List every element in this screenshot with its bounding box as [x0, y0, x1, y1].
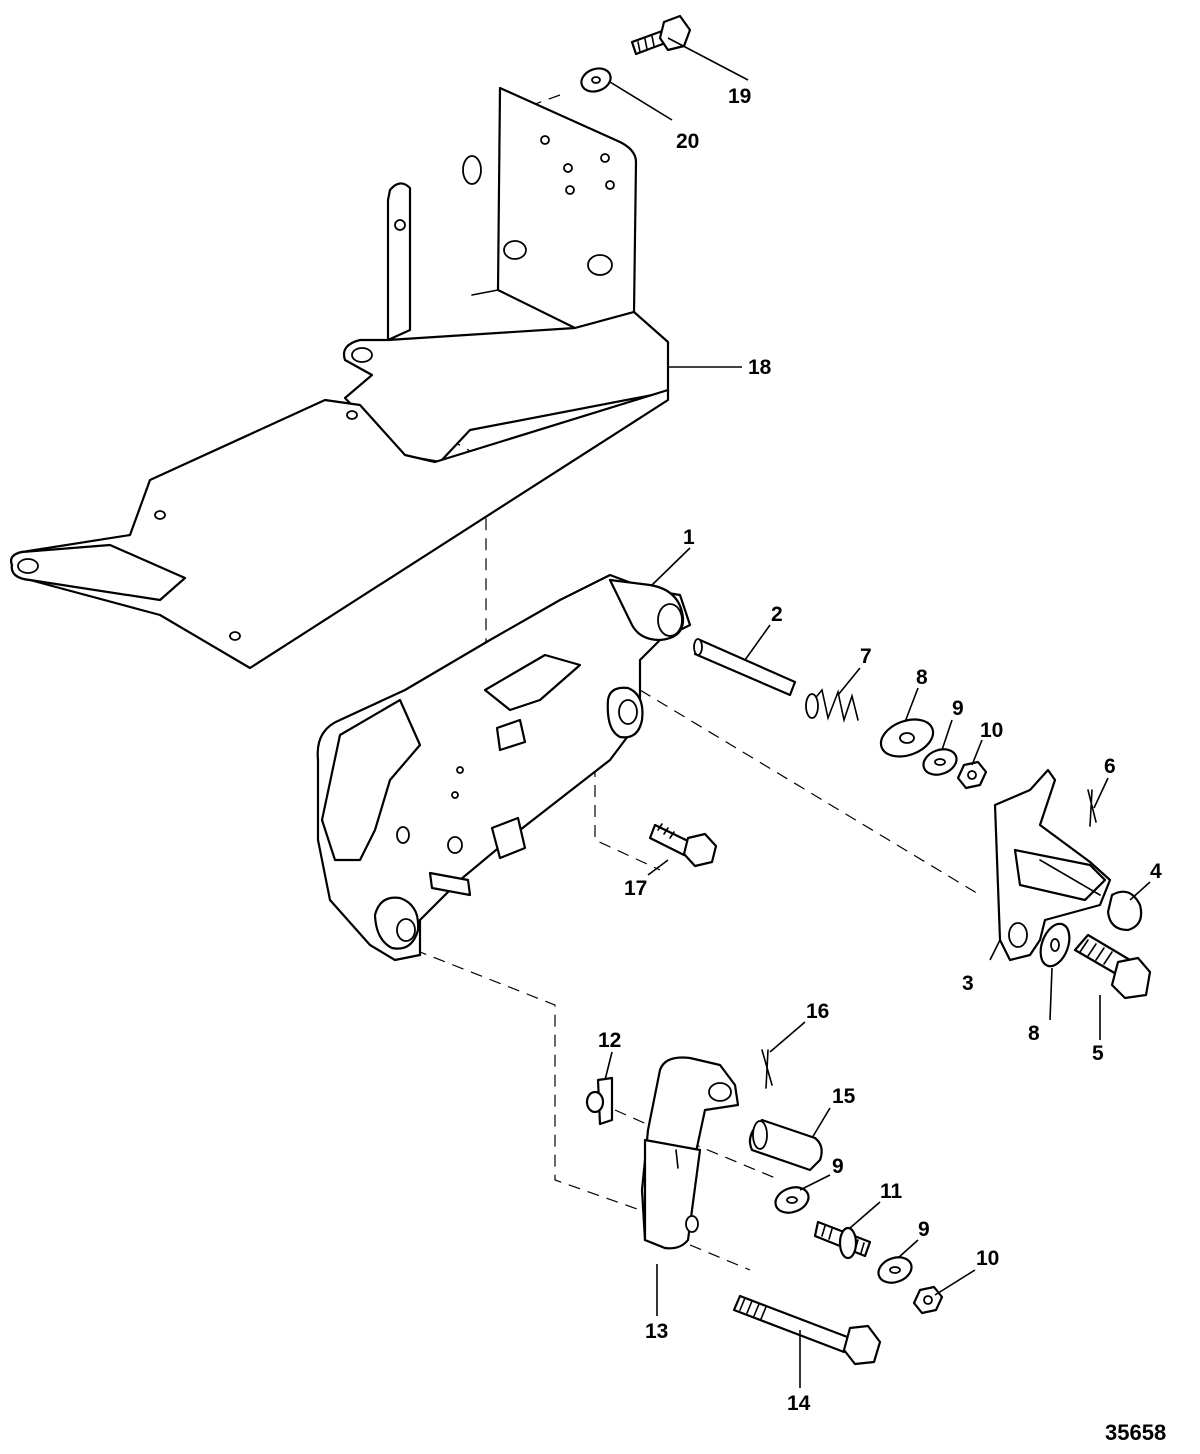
latch-part-3 [993, 768, 1112, 962]
callout-18: 18 [748, 356, 772, 379]
callout-3: 3 [962, 972, 974, 995]
shift-lever-part-1 [316, 573, 692, 962]
bolt-part-17 [648, 823, 718, 868]
callout-8-lower: 8 [1028, 1022, 1040, 1045]
callout-19: 19 [728, 85, 751, 108]
screw-part-19 [630, 14, 692, 56]
cotter-pin-part-16 [761, 1049, 773, 1089]
pin-part-2 [693, 638, 797, 697]
callout-9-top: 9 [952, 697, 964, 720]
washer-part-9-top [922, 748, 958, 776]
figure-number: 35658 [1105, 1420, 1166, 1445]
callout-9-low: 9 [918, 1218, 930, 1241]
washer-part-8-upper [879, 718, 935, 758]
callout-13: 13 [645, 1320, 668, 1343]
lever-arm-part-13 [640, 1056, 740, 1250]
leader-lines [604, 37, 1151, 1388]
callout-9-mid: 9 [832, 1155, 844, 1178]
cap-part-4 [1106, 890, 1143, 932]
cotter-pin-part-6 [1087, 789, 1097, 827]
callout-11: 11 [880, 1180, 903, 1203]
callout-16: 16 [806, 1000, 829, 1023]
callout-labels: 19 20 18 1 2 7 8 9 10 6 4 3 8 5 17 12 16… [598, 85, 1162, 1415]
nut-part-10-lower [912, 1285, 944, 1315]
callout-14: 14 [787, 1392, 811, 1415]
callout-7: 7 [860, 645, 872, 668]
callout-5: 5 [1092, 1042, 1104, 1065]
callout-10-lower: 10 [976, 1247, 999, 1270]
washer-part-8-lower [1039, 922, 1071, 968]
washer-part-9-low [877, 1256, 913, 1284]
callout-12: 12 [598, 1029, 621, 1052]
clip-part-12 [585, 1076, 614, 1126]
callout-10-upper: 10 [980, 719, 1003, 742]
bolt-part-5 [1073, 933, 1152, 1000]
callout-15: 15 [832, 1085, 856, 1108]
callout-2: 2 [771, 603, 783, 626]
washer-part-20 [580, 67, 612, 93]
callout-6: 6 [1104, 755, 1116, 778]
clevis-pin-part-15 [748, 1118, 823, 1172]
callout-17: 17 [624, 877, 647, 900]
callout-4: 4 [1150, 860, 1162, 883]
stud-part-11 [813, 1220, 872, 1260]
callout-20: 20 [676, 130, 699, 153]
mounting-bracket-part-18 [10, 86, 670, 670]
washer-part-9-mid [774, 1186, 810, 1214]
shoulder-bolt-part-14 [732, 1294, 882, 1366]
nut-part-10-upper [956, 760, 988, 790]
callout-1: 1 [683, 526, 695, 549]
callout-8-upper: 8 [916, 666, 928, 689]
spring-part-7 [805, 688, 859, 724]
